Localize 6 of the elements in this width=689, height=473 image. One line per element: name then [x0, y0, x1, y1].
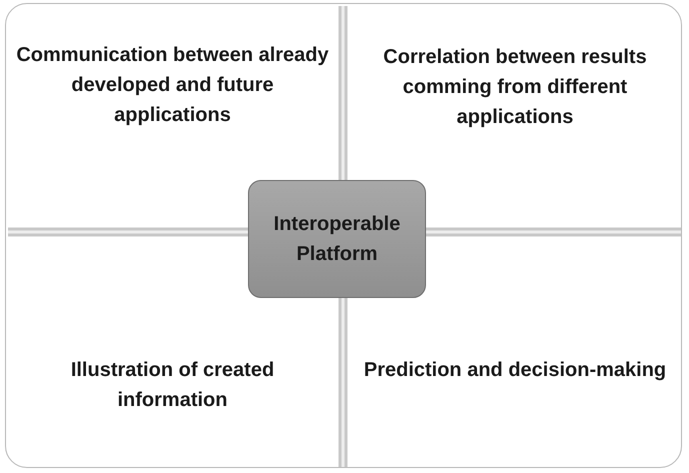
- platform-box: [248, 180, 426, 298]
- quadrant-text: Prediction and decision-making: [364, 358, 666, 383]
- quadrant-text: Correlation between results comming from different applications: [382, 45, 648, 130]
- quadrant-text: Communication between already developed and future applications: [15, 43, 330, 128]
- quadrant-text: Illustration of created information: [70, 358, 276, 413]
- platform-label: Interoperable Platform: [272, 212, 402, 267]
